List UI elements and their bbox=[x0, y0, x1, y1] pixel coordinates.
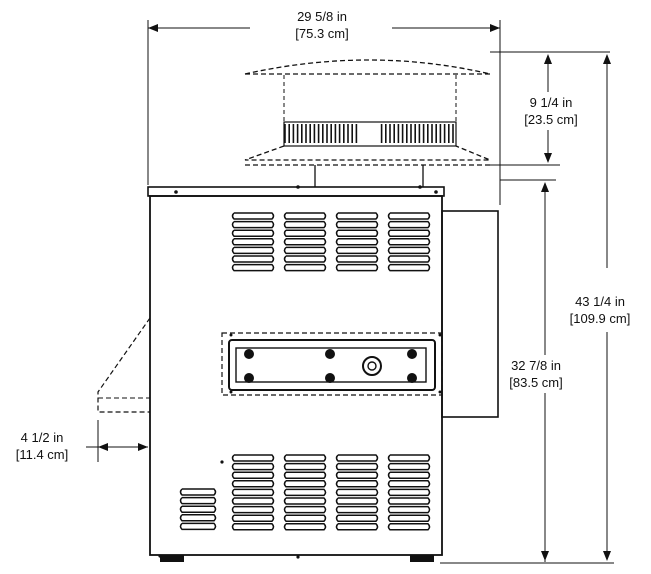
vent-louver-block bbox=[335, 454, 379, 531]
cabinet-screws bbox=[158, 185, 438, 559]
control-panel-cutout bbox=[221, 332, 443, 396]
vent-louvers bbox=[179, 212, 431, 531]
control-panel bbox=[221, 332, 443, 396]
dimension-overall-height: 43 1/4 in [109.9 cm] bbox=[570, 294, 631, 326]
overall-width-metric: [75.3 cm] bbox=[295, 26, 348, 41]
cap-height-metric: [23.5 cm] bbox=[524, 112, 577, 127]
dimension-side-offset: 4 1/2 in [11.4 cm] bbox=[16, 430, 69, 462]
dimension-overall-width: 29 5/8 in [75.3 cm] bbox=[295, 9, 348, 41]
vent-louver-block bbox=[387, 454, 431, 531]
dimension-arrowheads bbox=[98, 24, 611, 561]
cabinet-height-imperial: 32 7/8 in bbox=[511, 358, 561, 373]
dimension-cap-height: 9 1/4 in [23.5 cm] bbox=[524, 95, 577, 127]
dashed-side-hood bbox=[97, 317, 151, 462]
overall-height-imperial: 43 1/4 in bbox=[575, 294, 625, 309]
control-panel-bolts bbox=[229, 333, 442, 394]
overall-width-imperial: 29 5/8 in bbox=[297, 9, 347, 24]
side-offset-metric: [11.4 cm] bbox=[16, 447, 69, 462]
side-panel bbox=[441, 210, 499, 418]
vent-louver-block bbox=[283, 454, 327, 531]
cabinet-body bbox=[149, 195, 443, 556]
control-panel-frame bbox=[228, 339, 436, 391]
vent-louver-block bbox=[231, 212, 275, 272]
cabinet-height-metric: [83.5 cm] bbox=[509, 375, 562, 390]
exhaust-cap bbox=[244, 59, 491, 187]
cap-louvers bbox=[283, 121, 457, 147]
cabinet-feet bbox=[160, 555, 434, 562]
cabinet-top-flange bbox=[147, 186, 445, 197]
side-offset-imperial: 4 1/2 in bbox=[21, 430, 64, 445]
vent-louver-block bbox=[179, 488, 217, 531]
vent-louver-block bbox=[231, 454, 275, 531]
vent-louver-block bbox=[283, 212, 327, 272]
cap-base bbox=[244, 145, 491, 161]
cap-height-imperial: 9 1/4 in bbox=[530, 95, 573, 110]
gas-inlet-icon bbox=[362, 356, 382, 376]
dimension-cabinet-height: 32 7/8 in [83.5 cm] bbox=[509, 358, 562, 390]
vent-louver-block bbox=[335, 212, 379, 272]
vent-louver-block bbox=[387, 212, 431, 272]
cap-dome bbox=[244, 59, 491, 75]
overall-height-metric: [109.9 cm] bbox=[570, 311, 631, 326]
